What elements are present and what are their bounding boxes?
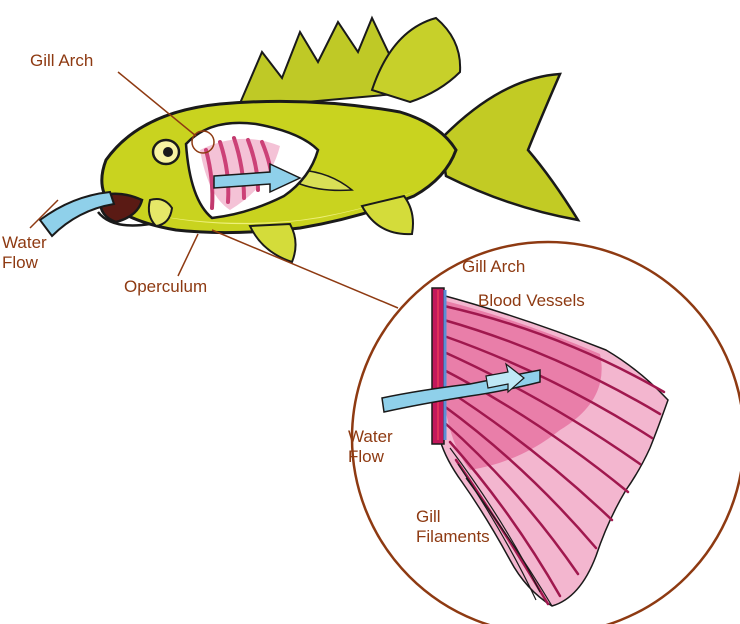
gill-arch-label: Gill Arch (30, 51, 93, 70)
tail-fin (440, 74, 578, 220)
water-flow-label: Water Flow (2, 233, 51, 272)
operculum-label: Operculum (124, 277, 207, 296)
fish-pupil (163, 147, 173, 157)
water-flow-zoom-label-line2: Flow (348, 447, 385, 466)
operculum-leader (178, 234, 198, 276)
zoom-connector-line (212, 230, 398, 308)
blood-vessels-label: Blood Vessels (478, 291, 585, 310)
water-flow-zoom-label-line1: Water (348, 427, 393, 446)
water-flow-label-line2: Flow (2, 253, 39, 272)
gill-filaments-label-line2: Filaments (416, 527, 490, 546)
soft-dorsal-fin (372, 18, 460, 102)
gill-filaments-label-line1: Gill (416, 507, 441, 526)
water-flow-label-line1: Water (2, 233, 47, 252)
fish-illustration (40, 18, 578, 262)
gill-arch-zoom-label: Gill Arch (462, 257, 525, 276)
